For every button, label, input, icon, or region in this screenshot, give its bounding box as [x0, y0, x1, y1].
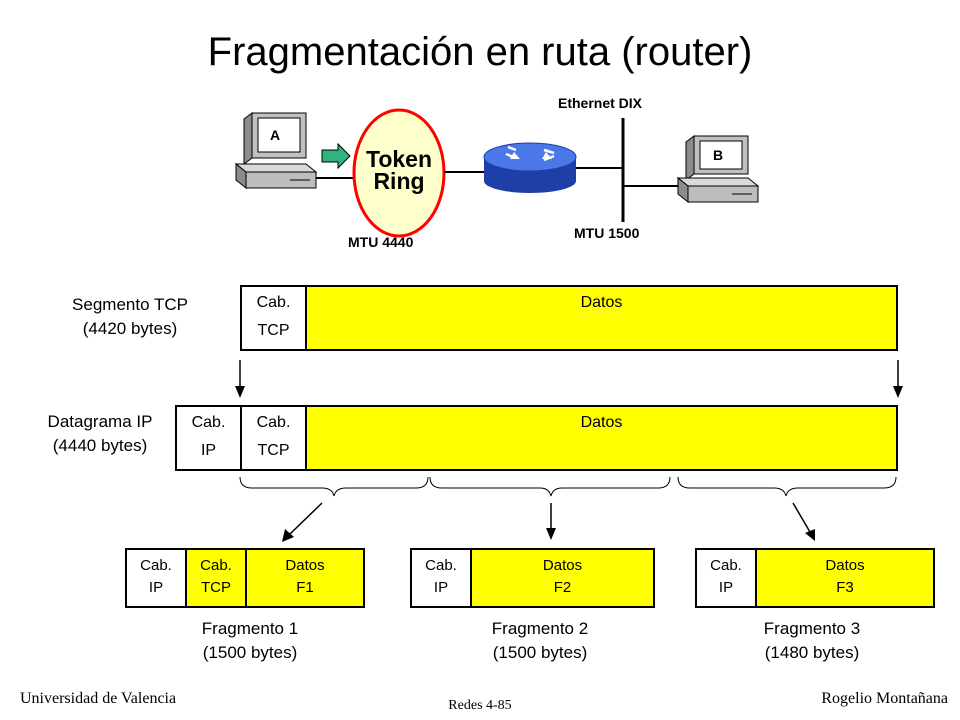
datagram-label: Datagrama IP (4440 bytes) — [47, 412, 153, 455]
datagram-data-cell: Datos — [307, 407, 896, 469]
fragment-3-ip-cell: Cab.IP — [697, 550, 757, 606]
host-a-computer-icon — [234, 112, 318, 190]
fragment-3-label: Fragmento 3 (1480 bytes) — [763, 619, 861, 662]
down-arrow-icon — [893, 360, 903, 398]
tcp-segment-box: Cab.TCP Datos — [240, 285, 898, 351]
tcp-header-cell: Cab.TCP — [242, 287, 307, 349]
router-icon — [483, 142, 577, 193]
host-a-label: A — [270, 127, 281, 143]
footer-university: Universidad de Valencia — [20, 690, 177, 707]
brace-1 — [239, 476, 429, 497]
brace-3 — [677, 476, 897, 497]
mtu-4440-label: MTU 4440 — [348, 234, 414, 250]
host-b-computer-icon — [676, 135, 760, 204]
footer-slide-number: Redes 4-85 — [448, 698, 512, 713]
page-title: Fragmentación en ruta (router) — [207, 30, 753, 74]
host-b-label: B — [713, 147, 724, 163]
fragment-1-label: Fragmento 1 (1500 bytes) — [201, 619, 299, 662]
ethernet-label: Ethernet DIX — [558, 95, 643, 111]
footer-author: Rogelio Montañana — [821, 690, 948, 707]
arrow-to-fragment-3-icon — [792, 502, 815, 541]
fragment-1-ip-cell: Cab.IP — [127, 550, 187, 606]
fragment-2-label: Fragmento 2 (1500 bytes) — [491, 619, 589, 662]
datagram-tcp-header-cell: Cab.TCP — [242, 407, 307, 469]
ip-header-cell: Cab.IP — [177, 407, 242, 469]
fragment-1-tcp-cell: Cab.TCP — [187, 550, 247, 606]
ip-datagram-box: Cab.IP Cab.TCP Datos — [175, 405, 898, 471]
brace-2 — [429, 476, 671, 497]
down-arrow-icon — [235, 360, 245, 398]
fragment-2-ip-cell: Cab.IP — [412, 550, 472, 606]
green-arrow-icon — [321, 142, 351, 170]
arrow-to-fragment-1-icon — [282, 502, 323, 542]
token-ring-label: Token Ring — [365, 146, 433, 194]
arrow-to-fragment-2-icon — [546, 503, 556, 540]
mtu-1500-label: MTU 1500 — [574, 225, 640, 241]
segment-label: Segmento TCP (4420 bytes) — [72, 295, 188, 338]
tcp-data-cell: Datos — [307, 287, 896, 349]
